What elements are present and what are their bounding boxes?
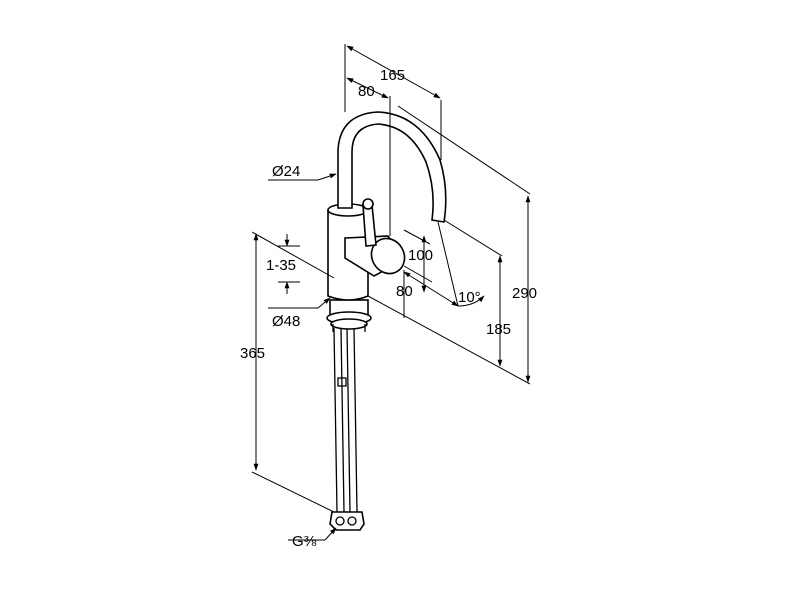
dimension-labels: 165 80 Ø24 1-35 100 80 10° 290 185 Ø48 3…: [240, 67, 537, 550]
lever-handle: [344, 198, 406, 277]
mounting-base: [326, 299, 372, 332]
dimension-lines: [251, 44, 531, 541]
label-spout-reach: 80: [358, 83, 375, 100]
label-hose-length: 365: [240, 345, 265, 362]
label-width-top: 165: [380, 67, 405, 84]
spout: [337, 111, 447, 223]
label-spout-diameter: Ø24: [272, 163, 300, 180]
label-connection-thread: G⅜: [292, 533, 317, 550]
supply-hoses: [329, 327, 365, 531]
label-lever-clearance: 100: [408, 247, 433, 264]
faucet-body: [326, 111, 447, 531]
label-base-diameter: Ø48: [272, 313, 300, 330]
label-total-height: 290: [512, 285, 537, 302]
label-outlet-height: 185: [486, 321, 511, 338]
label-deck-thickness: 1-35: [266, 257, 296, 274]
label-lever-drop: 80: [396, 283, 413, 300]
label-spout-angle: 10°: [458, 289, 481, 306]
